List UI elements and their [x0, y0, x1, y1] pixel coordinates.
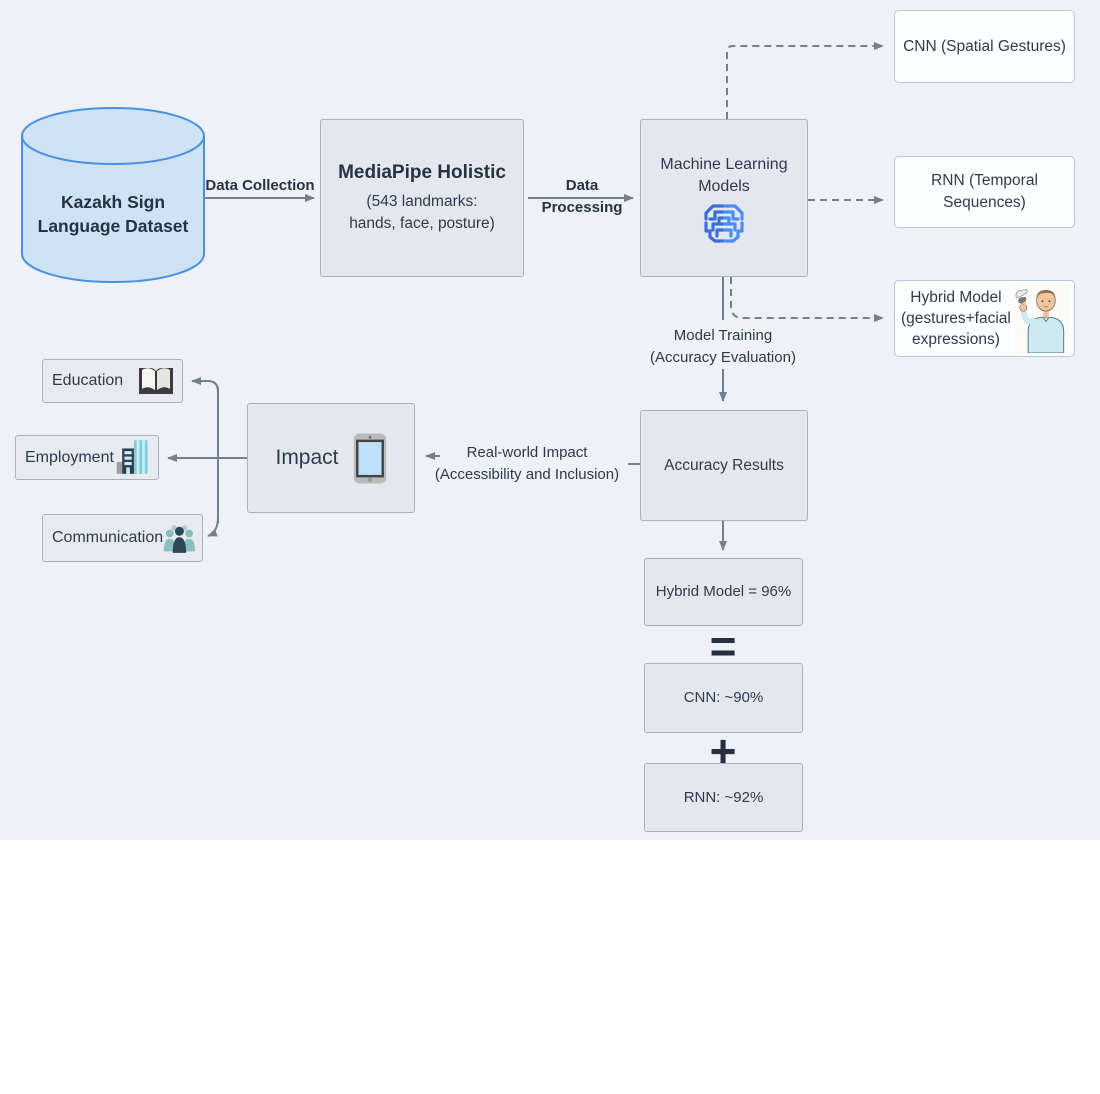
- building-icon: [116, 440, 148, 474]
- edge-to-cnn: [726, 42, 884, 119]
- hybrid-result-title: Hybrid Model = 96%: [655, 583, 792, 600]
- impact-node: Impact: [247, 403, 415, 513]
- rnn-result-title: RNN: ~92%: [683, 788, 764, 806]
- people-icon: [163, 525, 196, 553]
- communication-node: Communication: [42, 514, 203, 562]
- data-collection-label: Data Collection: [205, 177, 315, 194]
- mediapipe-node: MediaPipe Holistic (543 landmarks:hands,…: [320, 119, 524, 277]
- cnn-title: CNN (Spatial Gestures): [903, 37, 1066, 55]
- employment-title: Employment: [25, 448, 114, 466]
- cnn-node: CNN (Spatial Gestures): [894, 10, 1075, 83]
- edge-to-hybrid: [730, 277, 884, 322]
- impact-title: Impact: [275, 446, 339, 469]
- employment-node: Employment: [15, 435, 159, 480]
- hybrid-result-node: Hybrid Model = 96%: [644, 558, 803, 626]
- edge-to-education: [191, 377, 219, 393]
- mediapipe-title: MediaPipe Holistic: [338, 162, 506, 183]
- rnn-result-node: RNN: ~92%: [644, 763, 803, 832]
- cnn-result-node: CNN: ~90%: [644, 663, 803, 733]
- accuracy-results-node: Accuracy Results: [640, 410, 808, 521]
- model-training-label: Model Training(Accuracy Evaluation): [650, 327, 796, 366]
- data-processing-label: Data Processing: [541, 177, 623, 216]
- person-signing-illustration: [1013, 284, 1071, 353]
- smartphone-icon: [353, 432, 386, 484]
- education-node: Education: [42, 359, 183, 403]
- database-cylinder-icon: [21, 107, 205, 283]
- edge-to-communication: [207, 516, 219, 537]
- equals-operator: =: [709, 620, 737, 672]
- cnn-result-title: CNN: ~90%: [683, 689, 764, 706]
- mediapipe-subtitle: (543 landmarks:hands, face, posture): [349, 193, 495, 232]
- real-world-impact-label: Real-world Impact(Accessibility and Incl…: [434, 444, 620, 483]
- accuracy-results-title: Accuracy Results: [664, 456, 784, 474]
- communication-title: Communication: [52, 529, 164, 546]
- book-icon: [139, 368, 173, 394]
- brain-icon: [704, 203, 744, 243]
- education-title: Education: [52, 372, 124, 389]
